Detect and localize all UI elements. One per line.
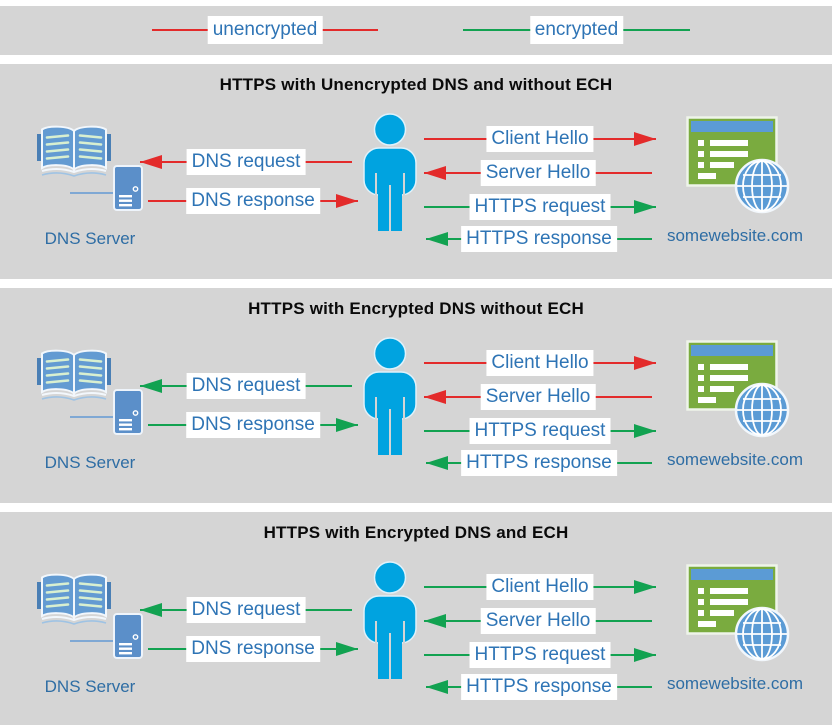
arrow-client-hello: Client Hello (424, 126, 656, 152)
arrowhead-left (424, 614, 446, 628)
arrowhead-left (140, 155, 162, 169)
arrow-https-request: HTTPS request (424, 642, 656, 668)
person-icon (363, 561, 417, 679)
dns-server-icon (113, 613, 143, 659)
arrow-server-hello: Server Hello (424, 160, 652, 186)
arrowhead-left (426, 680, 448, 694)
dns-book-icon (36, 125, 112, 178)
dns-server-icon (113, 165, 143, 211)
arrowhead-left (426, 232, 448, 246)
arrowhead-left (424, 166, 446, 180)
arrow-server-hello: Server Hello (424, 608, 652, 634)
panel-title: HTTPS with Encrypted DNS and ECH (263, 523, 569, 542)
arrow-client-hello: Client Hello (424, 574, 656, 600)
dns-server-label: DNS Server (44, 453, 136, 472)
website-icon (686, 340, 790, 438)
arrow-dns-request: DNS request (140, 597, 352, 623)
person-icon (363, 113, 417, 231)
legend-label: unencrypted (207, 16, 323, 44)
arrowhead-right (634, 424, 656, 438)
website-label: somewebsite.com (666, 226, 804, 245)
website-label: somewebsite.com (666, 674, 804, 693)
arrow-dns-response: DNS response (148, 412, 358, 438)
arrowhead-right (634, 648, 656, 662)
dns-connector-line (70, 416, 118, 418)
dns-book-icon (36, 573, 112, 626)
legend-item-encrypted: encrypted (463, 16, 690, 44)
arrow-dns-request: DNS request (140, 373, 352, 399)
arrowhead-right (336, 642, 358, 656)
arrowhead-left (140, 603, 162, 617)
person-icon (363, 337, 417, 455)
arrowhead-right (634, 580, 656, 594)
arrow-https-response: HTTPS response (426, 226, 652, 252)
legend: unencrypted encrypted (0, 6, 832, 55)
dns-book-icon (36, 349, 112, 402)
arrowhead-right (336, 418, 358, 432)
arrowhead-right (634, 132, 656, 146)
arrowhead-right (336, 194, 358, 208)
arrowhead-right (634, 356, 656, 370)
arrow-client-hello: Client Hello (424, 350, 656, 376)
arrowhead-left (424, 390, 446, 404)
panel-title: HTTPS with Unencrypted DNS and without E… (219, 75, 613, 94)
arrow-https-response: HTTPS response (426, 450, 652, 476)
dns-server-label: DNS Server (44, 229, 136, 248)
dns-server-label: DNS Server (44, 677, 136, 696)
dns-server-icon (113, 389, 143, 435)
arrow-dns-request: DNS request (140, 149, 352, 175)
panel-unencrypted-dns-no-ech: HTTPS with Unencrypted DNS and without E… (0, 64, 832, 279)
dns-connector-line (70, 640, 118, 642)
arrow-https-request: HTTPS request (424, 194, 656, 220)
legend-label: encrypted (529, 16, 624, 44)
arrowhead-left (140, 379, 162, 393)
website-label: somewebsite.com (666, 450, 804, 469)
arrowhead-right (634, 200, 656, 214)
arrow-server-hello: Server Hello (424, 384, 652, 410)
website-icon (686, 116, 790, 214)
arrow-dns-response: DNS response (148, 636, 358, 662)
panel-title: HTTPS with Encrypted DNS without ECH (248, 299, 584, 318)
arrow-https-response: HTTPS response (426, 674, 652, 700)
dns-connector-line (70, 192, 118, 194)
arrow-dns-response: DNS response (148, 188, 358, 214)
arrow-https-request: HTTPS request (424, 418, 656, 444)
website-icon (686, 564, 790, 662)
arrowhead-left (426, 456, 448, 470)
panel-encrypted-dns-no-ech: HTTPS with Encrypted DNS without ECH DNS… (0, 288, 832, 503)
panel-encrypted-dns-with-ech: HTTPS with Encrypted DNS and ECH DNS Ser… (0, 512, 832, 725)
legend-item-unencrypted: unencrypted (152, 16, 378, 44)
